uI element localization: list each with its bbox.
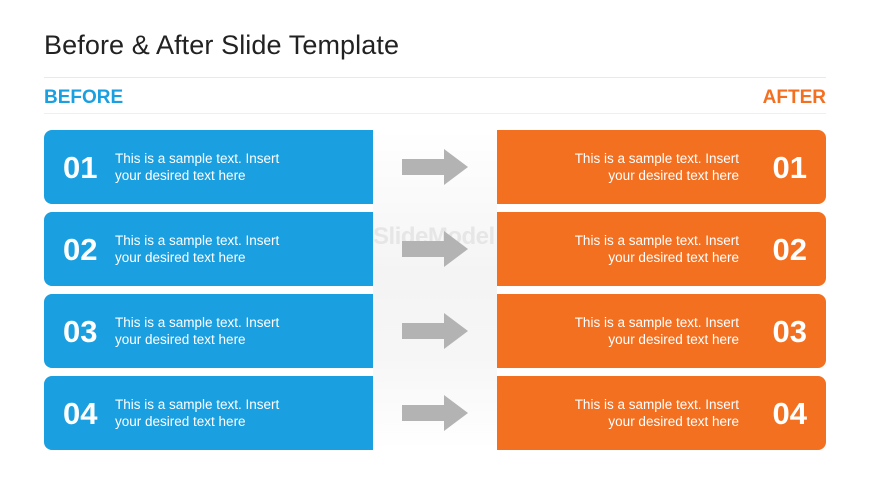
before-card: 03 This is a sample text. Insert your de… <box>44 294 373 368</box>
before-text: This is a sample text. Insert your desir… <box>115 397 280 429</box>
before-text: This is a sample text. Insert your desir… <box>115 315 280 347</box>
after-number: 03 <box>772 313 807 349</box>
comparison-row: 03 This is a sample text. Insert your de… <box>44 294 826 368</box>
comparison-row: 04 This is a sample text. Insert your de… <box>44 376 826 450</box>
before-card: 01 This is a sample text. Insert your de… <box>44 130 373 204</box>
after-card: This is a sample text. Insert your desir… <box>497 376 826 450</box>
right-arrow-icon <box>402 395 468 431</box>
slide-title: Before & After Slide Template <box>44 30 400 60</box>
before-card: 04 This is a sample text. Insert your de… <box>44 376 373 450</box>
right-arrow-icon <box>402 149 468 185</box>
after-label: AFTER <box>762 87 826 108</box>
after-text: This is a sample text. Insert your desir… <box>574 397 739 429</box>
header-divider <box>44 113 826 114</box>
before-card: 02 This is a sample text. Insert your de… <box>44 212 373 286</box>
comparison-row: 01 This is a sample text. Insert your de… <box>44 130 826 204</box>
before-text: This is a sample text. Insert your desir… <box>115 151 280 183</box>
right-arrow-icon <box>402 313 468 349</box>
after-card: This is a sample text. Insert your desir… <box>497 130 826 204</box>
after-text: This is a sample text. Insert your desir… <box>574 315 739 347</box>
after-number: 01 <box>772 149 807 185</box>
before-number: 01 <box>63 149 98 185</box>
before-number: 02 <box>63 231 98 267</box>
after-text: This is a sample text. Insert your desir… <box>574 233 739 265</box>
center-band <box>373 130 497 450</box>
right-arrow-icon <box>402 231 468 267</box>
before-number: 04 <box>63 395 98 431</box>
after-card: This is a sample text. Insert your desir… <box>497 294 826 368</box>
after-text: This is a sample text. Insert your desir… <box>574 151 739 183</box>
before-label: BEFORE <box>44 87 124 108</box>
after-card: This is a sample text. Insert your desir… <box>497 212 826 286</box>
comparison-row: 02 This is a sample text. Insert your de… <box>44 212 826 286</box>
before-text: This is a sample text. Insert your desir… <box>115 233 280 265</box>
after-number: 02 <box>772 231 807 267</box>
before-number: 03 <box>63 313 98 349</box>
after-number: 04 <box>772 395 807 431</box>
title-divider <box>44 77 826 78</box>
